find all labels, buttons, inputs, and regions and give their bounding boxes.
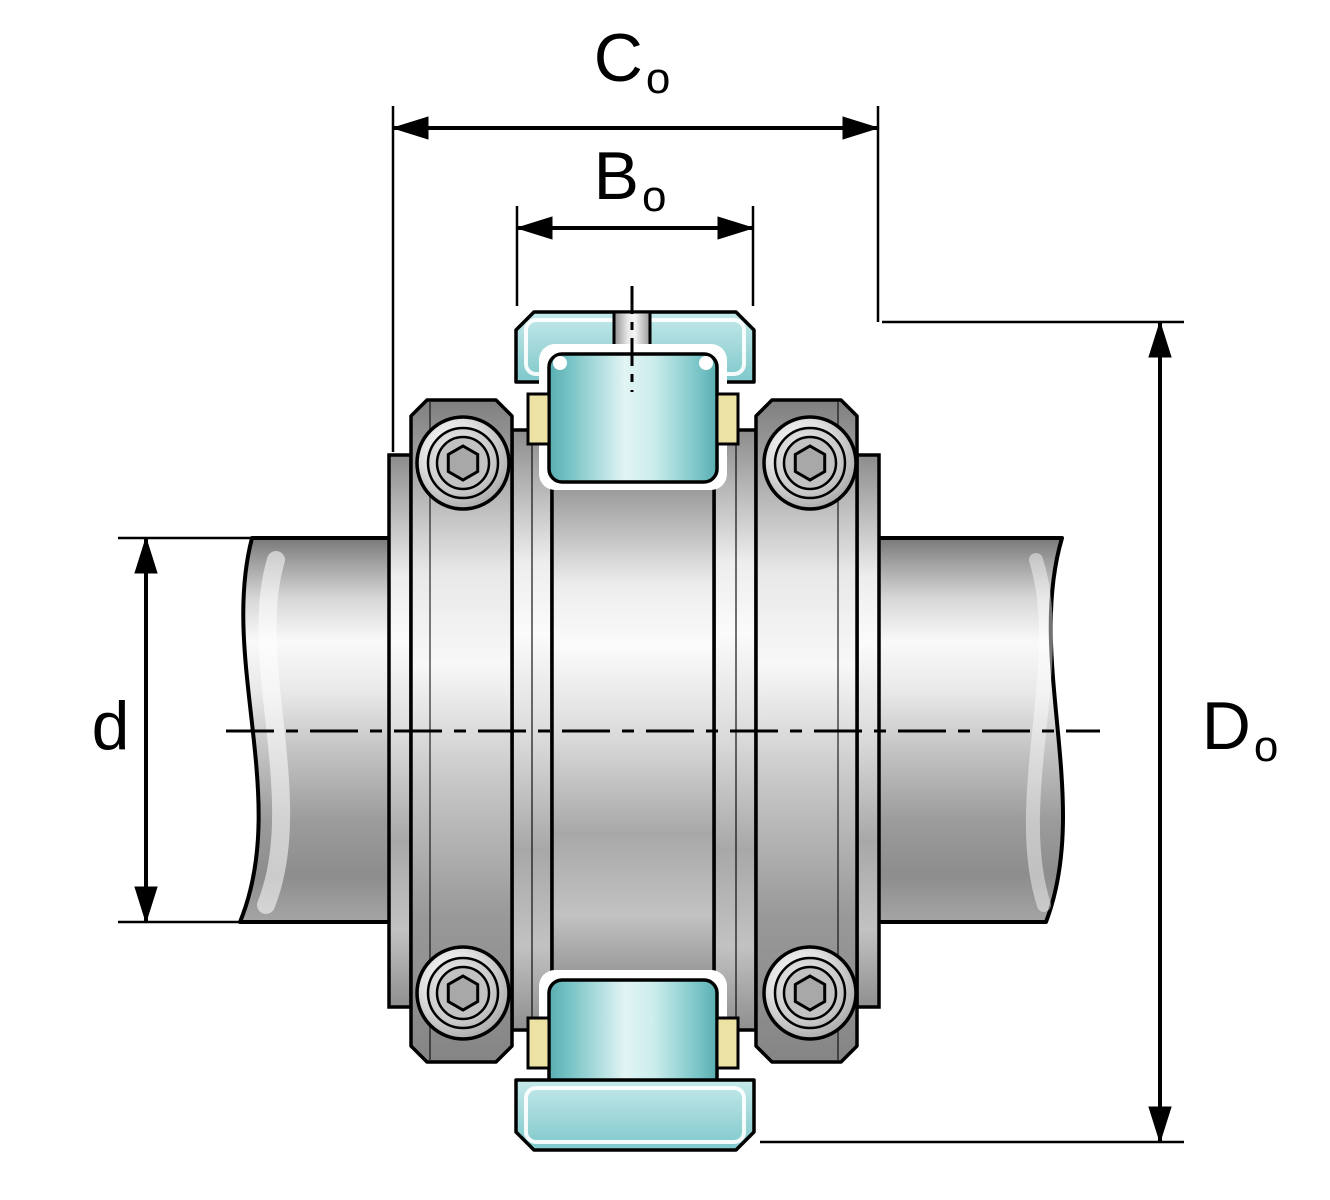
hex-socket-icon — [793, 444, 827, 482]
dim-label-co-sub: o — [645, 54, 671, 104]
hex-socket-icon — [446, 444, 480, 482]
bottom-cage-left — [526, 1016, 551, 1070]
centerlines — [226, 286, 1100, 733]
dim-arrow-d-bottom — [134, 886, 158, 924]
bottom-roller-assembly — [514, 970, 756, 1152]
top-roller-notch-right — [699, 356, 713, 370]
dim-arrow-do-bottom — [1148, 1106, 1172, 1144]
hex-socket-icon — [446, 974, 480, 1012]
dim-label-bo-text: B — [593, 138, 639, 214]
hex-socket-icon — [793, 974, 827, 1012]
shaft-end-highlight-right — [1025, 553, 1053, 912]
top-roller-notch-left — [553, 356, 567, 370]
dim-label-bo-sub: o — [641, 172, 667, 222]
flange-right — [754, 398, 859, 1064]
hex-socket-bolt-bottom-right — [762, 945, 858, 1041]
dim-arrow-d-top — [134, 536, 158, 574]
top-roller-assembly — [514, 310, 756, 490]
dimensions — [118, 106, 1184, 1144]
dim-arrow-bo-left — [515, 216, 553, 240]
bottom-seal-carrier — [514, 1078, 756, 1152]
dim-label-d: d — [72, 692, 152, 760]
top-roller — [547, 352, 719, 484]
dim-arrow-do-top — [1148, 320, 1172, 358]
dim-arrow-co-left — [391, 116, 429, 140]
dim-label-co-text: C — [593, 20, 643, 96]
dim-arrow-bo-right — [717, 216, 755, 240]
shaft-end-highlight-left — [257, 551, 291, 914]
top-cage-right — [715, 392, 740, 446]
dim-label-do-sub: o — [1253, 722, 1279, 772]
bottom-cage-right — [715, 1016, 740, 1070]
dim-label-do-text: D — [1201, 688, 1251, 764]
dim-label-d-text: d — [91, 688, 130, 764]
hex-socket-bolt-top-left — [415, 415, 511, 511]
dim-arrow-co-right — [842, 116, 880, 140]
hex-socket-bolt-top-right — [762, 415, 858, 511]
bottom-seal-carrier-highlight — [524, 1086, 746, 1144]
top-cage-left — [526, 392, 551, 446]
bolts — [415, 415, 858, 1041]
hex-socket-bolt-bottom-left — [415, 945, 511, 1041]
